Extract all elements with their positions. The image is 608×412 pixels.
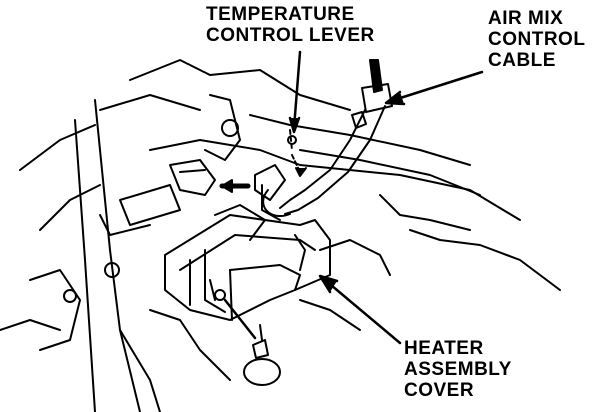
temperature-control-lever-shape (169, 129, 307, 221)
label-line: ASSEMBLY (404, 359, 512, 380)
temperature-control-lever-label: TEMPERATURE CONTROL LEVER (206, 4, 375, 46)
clip-fastener-shape (243, 324, 281, 386)
label-line: HEATER (404, 338, 484, 359)
air-mix-control-cable-shape (262, 59, 393, 217)
label-line: AIR MIX (488, 8, 564, 29)
label-line: TEMPERATURE (206, 4, 355, 25)
dashboard-structure (0, 59, 561, 412)
label-line: CONTROL (488, 29, 586, 50)
heater-assembly-cover-label: HEATER ASSEMBLY COVER (404, 338, 512, 401)
label-line: CABLE (488, 50, 556, 71)
leader-lines (223, 50, 484, 345)
label-line: COVER (404, 380, 475, 401)
air-mix-control-cable-label: AIR MIX CONTROL CABLE (488, 8, 585, 71)
heater-assembly-cover-shape (164, 204, 331, 321)
label-line: CONTROL LEVER (206, 25, 375, 46)
